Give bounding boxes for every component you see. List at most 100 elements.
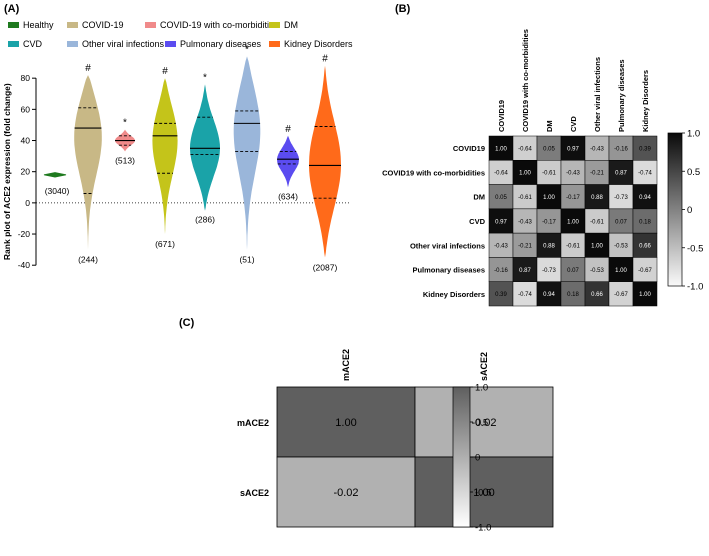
panel-c-label: (C) bbox=[179, 317, 195, 329]
y-tick-label: 0 bbox=[25, 198, 30, 208]
heatmap-cell-value: 0.87 bbox=[519, 268, 531, 274]
legend-label: COVID-19 with co-morbidities bbox=[160, 20, 279, 30]
heatmap-row-label: Kidney Disorders bbox=[423, 290, 485, 299]
heatmap-b: 1.00 -0.64 0.05 0.97 -0.43 -0.16 0.39 -0.64 1.00… bbox=[382, 29, 658, 307]
heatmap-cell bbox=[512, 160, 538, 185]
heatmap-cell bbox=[536, 257, 562, 282]
heatmap-cell-value: 1.00 bbox=[473, 487, 494, 499]
heatmap-cell bbox=[536, 281, 562, 307]
heatmap-cell bbox=[414, 386, 554, 458]
heatmap-cell-value: -0.61 bbox=[590, 219, 604, 225]
heatmap-cell-value: -0.64 bbox=[494, 171, 508, 177]
heatmap-row-label: mACE2 bbox=[237, 418, 269, 428]
heatmap-cell bbox=[560, 232, 586, 258]
sample-size-label: (2087) bbox=[313, 262, 338, 272]
sample-size-label: (51) bbox=[239, 255, 254, 265]
heatmap-cell-value: -0.53 bbox=[614, 244, 628, 250]
legend-swatch bbox=[269, 41, 280, 47]
heatmap-cell-value: 1.00 bbox=[519, 171, 531, 177]
heatmap-row-label: sACE2 bbox=[240, 488, 269, 498]
heatmap-cell-value: -0.74 bbox=[518, 292, 532, 298]
heatmap-cell bbox=[632, 208, 658, 234]
heatmap-cell-value: 0.07 bbox=[567, 268, 579, 274]
violin-cvd: (286)* bbox=[190, 72, 220, 225]
legend-swatch bbox=[165, 41, 176, 47]
legend-label: Kidney Disorders bbox=[284, 39, 353, 49]
y-tick-label: 20 bbox=[21, 167, 31, 177]
heatmap-cell bbox=[560, 160, 586, 185]
significance-marker: * bbox=[245, 44, 249, 55]
heatmap-cell-value: 1.00 bbox=[639, 292, 651, 298]
heatmap-cell-value: -0.61 bbox=[518, 195, 532, 201]
heatmap-cell-value: -0.43 bbox=[494, 244, 508, 250]
heatmap-cell-value: -0.67 bbox=[638, 268, 652, 274]
significance-marker: # bbox=[322, 54, 328, 65]
heatmap-cell bbox=[584, 232, 610, 258]
heatmap-cell bbox=[560, 257, 586, 282]
heatmap-col-label: sACE2 bbox=[479, 352, 489, 381]
heatmap-cell-value: -0.21 bbox=[590, 171, 604, 177]
heatmap-cell-value: 0.97 bbox=[495, 219, 507, 225]
colorbar-tick-label: -1.0 bbox=[687, 282, 703, 293]
heatmap-cell bbox=[488, 232, 514, 258]
sample-size-label: (244) bbox=[78, 255, 98, 265]
sample-size-label: (513) bbox=[115, 155, 135, 165]
heatmap-cell bbox=[632, 160, 658, 185]
heatmap-cell-value: 1.00 bbox=[335, 417, 356, 429]
legend-label: COVID-19 bbox=[82, 20, 124, 30]
colorbar-gradient bbox=[452, 386, 471, 528]
colorbar-tick-label: 0 bbox=[475, 453, 480, 464]
heatmap-cell-value: -0.17 bbox=[542, 219, 556, 225]
colorbar-tick-label: 1.0 bbox=[475, 383, 488, 394]
y-axis-label: Rank plot of ACE2 expression (fold chang… bbox=[2, 83, 12, 260]
heatmap-cell bbox=[608, 160, 634, 185]
heatmap-cell-value: 1.00 bbox=[567, 219, 579, 225]
violin-body bbox=[190, 84, 220, 211]
heatmap-row-label: Other viral infections bbox=[410, 241, 485, 250]
violin-body bbox=[43, 172, 67, 178]
heatmap-row-label: CVD bbox=[469, 217, 485, 226]
heatmap-cell bbox=[608, 281, 634, 307]
heatmap-cell bbox=[560, 281, 586, 307]
significance-marker: # bbox=[285, 124, 291, 135]
significance-marker: * bbox=[203, 72, 207, 83]
heatmap-cell bbox=[536, 208, 562, 234]
significance-marker: * bbox=[123, 118, 127, 129]
colorbar-c: 1.00.50-0.5-1.0 bbox=[452, 383, 491, 534]
heatmap-cell bbox=[488, 281, 514, 307]
heatmap-cell-value: 0.94 bbox=[543, 292, 555, 298]
heatmap-col-label: CVD bbox=[569, 116, 578, 132]
colorbar-tick-label: 1.0 bbox=[687, 129, 700, 140]
heatmap-cell-value: 0.39 bbox=[639, 146, 651, 152]
violin-covid-19: (244)# bbox=[74, 63, 102, 265]
heatmap-cell-value: -0.64 bbox=[518, 146, 532, 152]
legend-swatch bbox=[269, 22, 280, 28]
heatmap-cell-value: 0.18 bbox=[567, 292, 579, 298]
heatmap-cell-value: 1.00 bbox=[615, 268, 627, 274]
heatmap-cell-value: -0.74 bbox=[638, 171, 652, 177]
heatmap-cell-value: 0.88 bbox=[591, 195, 603, 201]
heatmap-cell-value: 0.39 bbox=[495, 292, 507, 298]
violin-pulmonary-diseases: (634)# bbox=[277, 124, 299, 201]
heatmap-cell bbox=[414, 456, 554, 528]
y-tick-label: -40 bbox=[18, 260, 31, 270]
legend-swatch bbox=[8, 41, 19, 47]
violin-covid-19-with-co-morbidities: (513) * bbox=[115, 118, 135, 165]
heatmap-cell-value: 0.94 bbox=[639, 195, 651, 201]
colorbar-tick-label: 0.5 bbox=[687, 167, 700, 178]
colorbar-tick-label: -0.5 bbox=[687, 243, 703, 254]
heatmap-cell bbox=[536, 184, 562, 210]
legend-swatch bbox=[67, 41, 78, 47]
heatmap-cell-value: 0.88 bbox=[543, 244, 555, 250]
legend-swatch bbox=[67, 22, 78, 28]
heatmap-cell-value: -0.16 bbox=[494, 268, 508, 274]
panel-a-label: (A) bbox=[4, 3, 20, 15]
heatmap-col-label: Pulmonary diseases bbox=[617, 59, 626, 132]
violin-other-viral-infections: (51) * bbox=[233, 44, 261, 265]
violin-healthy: (3040) bbox=[43, 172, 69, 196]
violin-dm: (671)# bbox=[152, 66, 178, 249]
violin-body bbox=[309, 65, 341, 258]
heatmap-cell-value: 0.05 bbox=[495, 195, 507, 201]
heatmap-cell bbox=[632, 135, 658, 161]
